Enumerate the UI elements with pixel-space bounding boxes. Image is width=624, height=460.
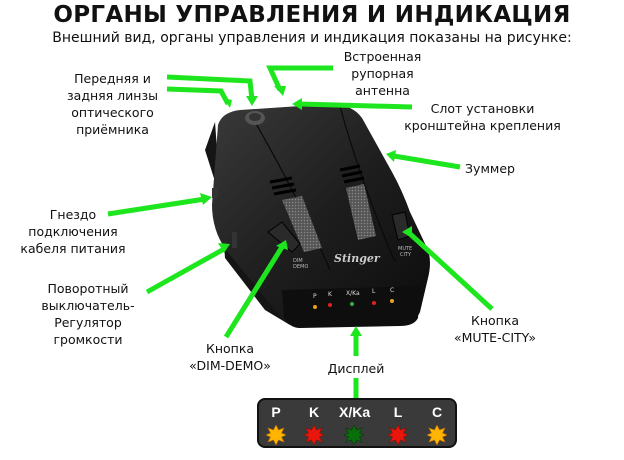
label-line: громкости bbox=[53, 332, 123, 347]
indicator-label-k: K bbox=[308, 404, 320, 420]
svg-text:X/Ka: X/Ka bbox=[346, 290, 360, 297]
label-line: выключатель- bbox=[41, 298, 135, 313]
page-title: ОРГАНЫ УПРАВЛЕНИЯ И ИНДИКАЦИЯ bbox=[53, 2, 571, 28]
front-led-xka bbox=[350, 302, 354, 306]
arrow-volume bbox=[145, 246, 226, 295]
label-line: Дисплей bbox=[327, 361, 385, 376]
label-line: Встроенная bbox=[343, 49, 422, 64]
label-line: Слот установки bbox=[430, 101, 535, 116]
label-line: антенна bbox=[355, 83, 410, 98]
indicator-label-c: C bbox=[431, 404, 443, 420]
arrow-buzzer bbox=[393, 153, 461, 170]
display-panel: P K X/Ka L C bbox=[257, 398, 457, 448]
demo-text: DEMO bbox=[293, 264, 308, 270]
label-line: Гнездо bbox=[49, 207, 97, 222]
indicator-label-p: P bbox=[271, 404, 281, 420]
label-volume: Поворотный выключатель- Регулятор громко… bbox=[38, 280, 138, 348]
indicator-label-xka: X/Ka bbox=[339, 404, 371, 420]
label-line: кабеля питания bbox=[20, 241, 126, 256]
mute-text: MUTE bbox=[398, 246, 412, 252]
label-mute-city: Кнопка «MUTE-CITY» bbox=[440, 312, 550, 346]
label-line: Регулятор bbox=[54, 315, 122, 330]
indicator-star-l-icon bbox=[388, 425, 408, 445]
label-line: Кнопка bbox=[470, 313, 520, 328]
arrow-mute-city bbox=[406, 230, 494, 311]
brand-logo: Stinger bbox=[334, 252, 381, 265]
arrow-front-lens bbox=[166, 74, 255, 101]
optical-lens bbox=[245, 111, 265, 125]
indicator-label-l: L bbox=[393, 404, 403, 420]
dim-text: DIM bbox=[293, 258, 303, 264]
label-line: приёмника bbox=[76, 122, 149, 137]
svg-text:K: K bbox=[328, 291, 333, 298]
label-display: Дисплей bbox=[321, 360, 391, 377]
svg-text:L: L bbox=[372, 288, 376, 295]
city-text: CITY bbox=[400, 252, 412, 258]
indicator-star-p-icon bbox=[266, 425, 286, 445]
front-led-l bbox=[372, 301, 376, 305]
label-line: «MUTE-CITY» bbox=[453, 330, 537, 345]
arrow-dim-demo bbox=[223, 245, 285, 339]
power-jack bbox=[212, 188, 218, 198]
front-led-labels: P K X/Ka L C bbox=[313, 287, 394, 300]
page-subtitle: Внешний вид, органы управления и индикац… bbox=[52, 30, 572, 46]
front-led-c bbox=[390, 299, 394, 303]
indicator-star-c-icon bbox=[427, 425, 447, 445]
arrow-mount-slot bbox=[299, 101, 413, 110]
volume-knob bbox=[232, 232, 237, 248]
label-line: Поворотный bbox=[47, 281, 129, 296]
label-power-jack: Гнездо подключения кабеля питания bbox=[18, 206, 128, 257]
front-led-k bbox=[328, 303, 332, 307]
label-dim-demo: Кнопка «DIM-DEMO» bbox=[180, 340, 280, 374]
label-antenna: Встроенная рупорная антенна bbox=[335, 48, 430, 99]
label-line: кронштейна крепления bbox=[404, 118, 561, 133]
svg-text:C: C bbox=[390, 287, 394, 294]
label-buzzer: Зуммер bbox=[460, 160, 520, 177]
label-line: задняя линзы bbox=[67, 88, 158, 103]
label-line: рупорная bbox=[351, 66, 414, 81]
label-mount-slot: Слот установки кронштейна крепления bbox=[395, 100, 570, 134]
speaker-grille-right bbox=[339, 164, 376, 240]
arrow-power-jack bbox=[107, 196, 206, 217]
label-line: подключения bbox=[28, 224, 118, 239]
arrow-antenna bbox=[266, 65, 333, 92]
label-line: Зуммер bbox=[465, 161, 515, 176]
svg-text:P: P bbox=[313, 293, 317, 300]
label-line: Передняя и bbox=[74, 71, 151, 86]
label-line: Кнопка bbox=[205, 341, 255, 356]
label-line: «DIM-DEMO» bbox=[189, 358, 271, 373]
arrow-rear-lens bbox=[166, 86, 231, 106]
speaker-grille-left bbox=[269, 176, 322, 252]
indicator-star-k-icon bbox=[304, 425, 324, 445]
front-led-p bbox=[313, 305, 317, 309]
label-line: оптического bbox=[71, 105, 154, 120]
label-lenses: Передняя и задняя линзы оптического приё… bbox=[60, 70, 165, 138]
indicator-star-xka-icon bbox=[344, 425, 364, 445]
